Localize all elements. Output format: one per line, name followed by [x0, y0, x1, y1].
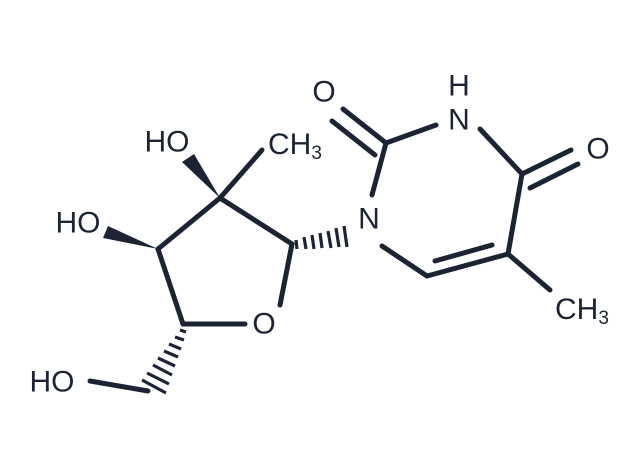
hash-c1-n1 [294, 225, 349, 250]
atom-h-n3: H [448, 70, 470, 103]
atom-ch3-base: CH3 [555, 293, 609, 329]
wedge-c2r-oh [182, 154, 220, 198]
ch3-base-subscript: 3 [598, 308, 609, 329]
ch3-ribose-main: CH [268, 128, 311, 161]
bond-c5-c6 [424, 251, 511, 279]
pyrimidine-ring [369, 122, 525, 279]
bond-c4-c5 [505, 171, 525, 257]
bond-ch2-oh [87, 378, 151, 394]
bond-c3r-c4r [155, 246, 186, 327]
bond-n3-c4 [477, 126, 525, 177]
bond-c5-methyl [505, 251, 553, 293]
hash-c4r-ch2 [141, 328, 187, 395]
atom-n3: N [448, 104, 470, 137]
ribose-ring [155, 195, 295, 327]
atom-n1: N [358, 203, 380, 236]
carbonyl-top [329, 106, 389, 158]
bond-c5-c6-inner [432, 242, 495, 264]
ch3-base-main: CH [555, 293, 598, 326]
bond-c6-n1 [379, 243, 430, 279]
atom-o-right: O [586, 133, 609, 166]
atom-ho-mid: HO [56, 207, 101, 240]
bond-c2-n3 [383, 122, 439, 146]
carbonyl-right [519, 147, 581, 191]
bond-c2r-c3r [155, 195, 223, 252]
ch3-ribose-subscript: 3 [311, 143, 322, 164]
bond-c1-c2r [217, 195, 295, 247]
atom-ch3-ribose: CH3 [268, 128, 322, 164]
atom-ho-top: HO [145, 126, 190, 159]
bond-n1-c2 [369, 140, 389, 198]
atom-ho-ch2: HO [30, 366, 75, 399]
bond-o-c1 [277, 241, 295, 308]
wedge-c3r-oh [103, 226, 158, 249]
bond-c2r-methyl [217, 147, 265, 201]
atom-o-top: O [312, 76, 335, 109]
atom-o-ring: O [252, 308, 275, 341]
